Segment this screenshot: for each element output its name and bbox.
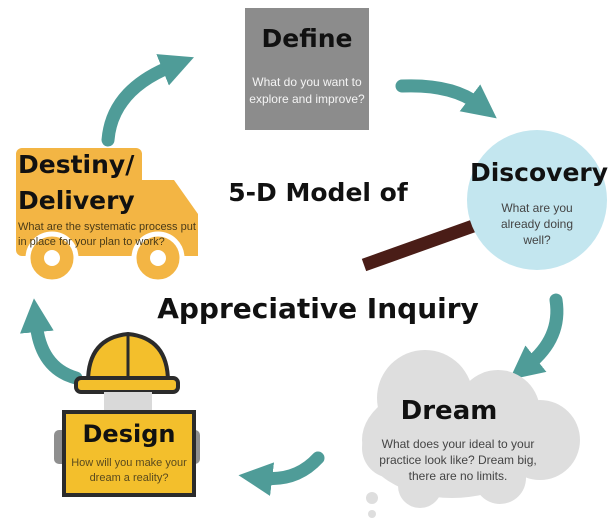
thought-cloud-icon [362,350,580,518]
arrow-dream-to-design [238,451,325,496]
arrow-discovery-to-dream [509,293,564,380]
arrow-destiny-to-define [101,54,194,147]
discovery-title: Discovery [469,158,609,187]
arrow-define-to-discovery [395,79,497,119]
define-description: What do you want to explore and improve? [249,75,365,106]
dream-title: Dream [400,396,498,426]
center-title-line1: 5-D Model of [228,178,408,207]
define-box [245,8,369,130]
dream-description: What does your ideal to your practice lo… [379,437,537,483]
design-description: How will you make your dream a reality? [71,457,187,484]
hard-hat-sign-icon [54,331,200,497]
design-title: Design [82,420,176,448]
arrow-design-to-destiny [20,298,83,385]
discovery-description: What are you already doing well? [500,201,574,247]
destiny-title-line1: Destiny/ [18,150,135,179]
destiny-title-line2: Delivery [18,186,135,215]
define-title: Define [261,24,353,53]
delivery-truck-icon [16,148,198,285]
destiny-description: What are the systematic process put in p… [18,221,196,248]
magnifying-glass-icon [361,130,607,272]
center-title-line2: Appreciative Inquiry [157,292,479,325]
